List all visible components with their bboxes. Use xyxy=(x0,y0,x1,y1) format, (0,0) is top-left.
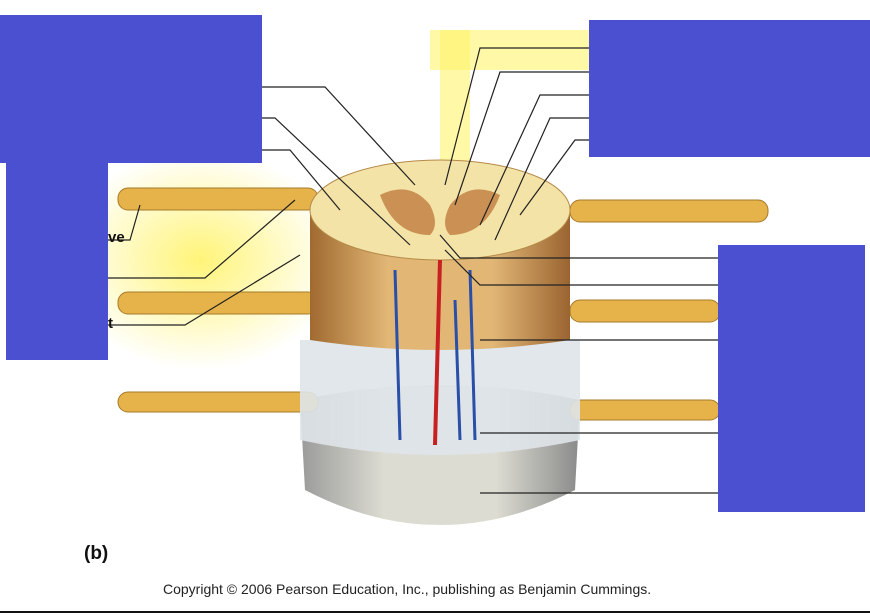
anterior-spinal-artery xyxy=(433,259,442,446)
partial-label-nerve: ve xyxy=(108,229,125,246)
panel-label: (b) xyxy=(84,543,109,564)
partial-label-root: t xyxy=(108,315,113,332)
label-mask-top-right xyxy=(589,20,870,157)
bottom-rule xyxy=(0,611,870,613)
leader-lines xyxy=(108,47,718,494)
label-mask-left xyxy=(6,163,108,360)
copyright-text: Copyright © 2006 Pearson Education, Inc.… xyxy=(163,581,652,597)
gray-matter xyxy=(380,189,435,235)
label-mask-top-left xyxy=(0,15,262,163)
label-mask-right xyxy=(718,245,865,512)
